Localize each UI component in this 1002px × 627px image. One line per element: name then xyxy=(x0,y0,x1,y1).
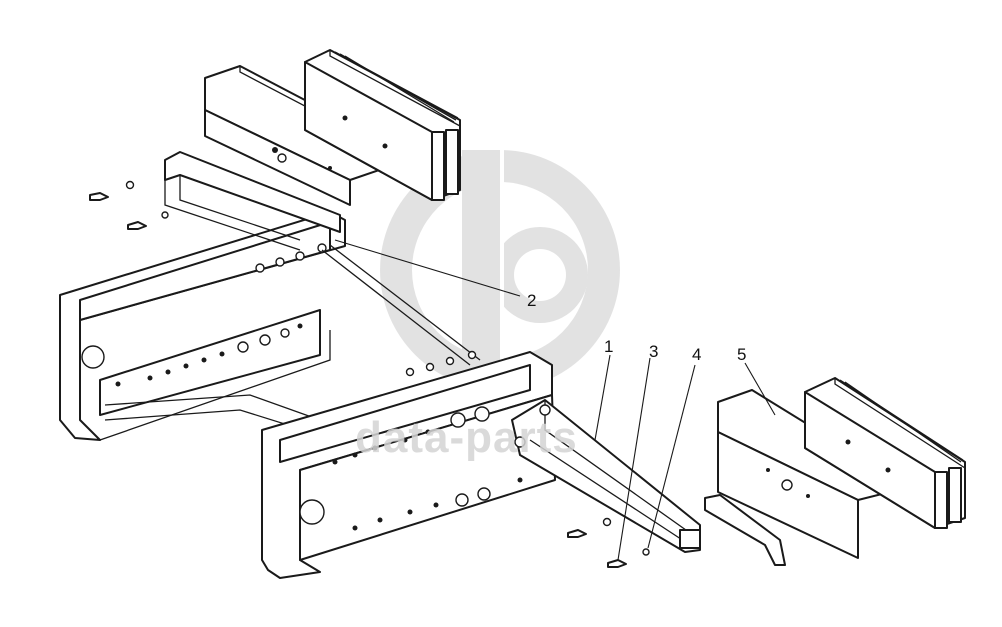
callout-3: 3 xyxy=(649,342,658,361)
leader-2 xyxy=(334,239,521,297)
bumper-arm xyxy=(511,399,701,553)
fasteners-upper xyxy=(89,180,169,230)
upper-bumper-cover xyxy=(204,65,386,206)
front-main-rail xyxy=(261,350,556,579)
crossmember-rail xyxy=(164,151,341,251)
callout-1: 1 xyxy=(604,337,613,356)
upper-bumper-block xyxy=(304,49,461,201)
callout-5: 5 xyxy=(737,345,746,364)
leader-lines xyxy=(334,239,776,561)
leader-3 xyxy=(617,357,651,561)
leader-4 xyxy=(647,364,696,549)
leader-1 xyxy=(594,354,611,441)
callout-labels: 2 1 3 4 5 xyxy=(527,291,746,364)
callout-4: 4 xyxy=(692,345,701,364)
leader-5 xyxy=(744,362,776,416)
left-side-rail xyxy=(59,211,346,441)
fasteners-lower xyxy=(567,517,650,568)
small-bracket xyxy=(704,494,786,566)
lower-bumper-block xyxy=(804,377,966,529)
callout-2: 2 xyxy=(527,291,536,310)
watermark-text: data-parts xyxy=(355,413,578,462)
